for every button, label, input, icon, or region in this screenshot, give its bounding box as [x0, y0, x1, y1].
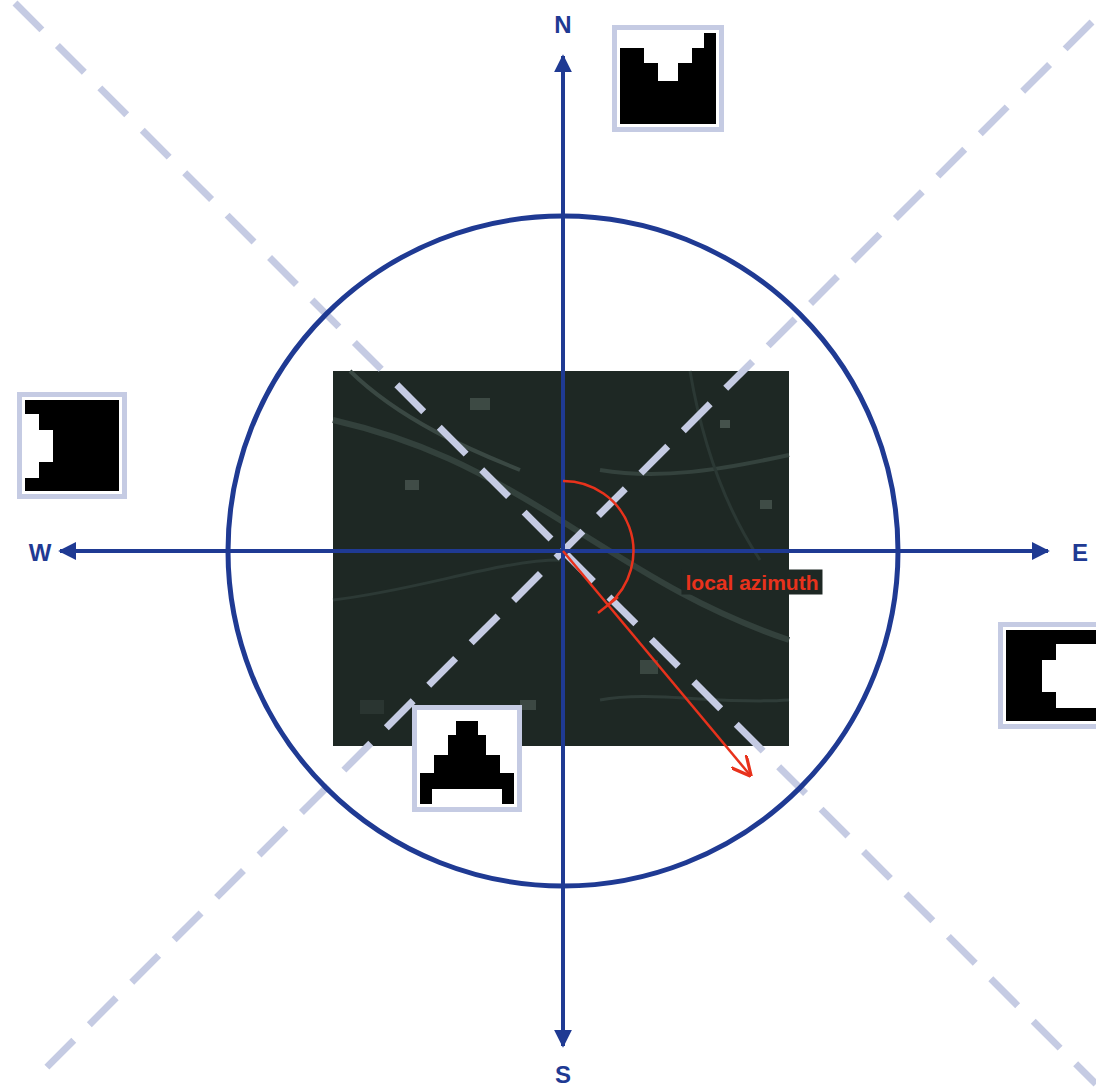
compass-letter: N: [554, 13, 571, 37]
compass-letter: W: [29, 541, 52, 565]
diagonal-guide: [35, 22, 1092, 1079]
direction-icon: [1001, 625, 1096, 727]
direction-icon: [20, 395, 125, 497]
axis-arrow: [561, 551, 565, 1046]
axis-arrow: [561, 56, 565, 551]
axis-arrow: [563, 549, 1048, 553]
azimuth-arc: [563, 481, 633, 605]
diagonal-guide: [15, 3, 1096, 1084]
angle-label: local azimuth: [681, 570, 822, 595]
compass-letter: S: [555, 1063, 571, 1087]
direction-icon: [615, 28, 722, 130]
direction-icon: [415, 708, 520, 810]
axis-arrow: [60, 549, 563, 553]
compass-letter: E: [1072, 541, 1088, 565]
